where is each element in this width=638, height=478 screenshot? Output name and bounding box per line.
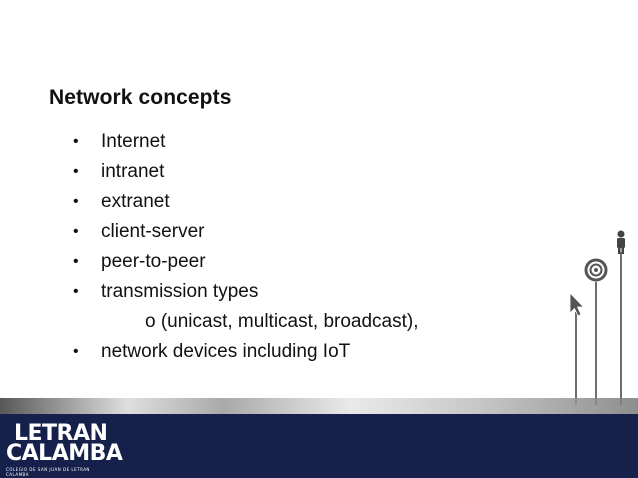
bullet-list: • Internet • intranet • extranet • client-serve… bbox=[73, 129, 419, 369]
bullet-dot: • bbox=[73, 343, 79, 360]
bullet-text: transmission types bbox=[101, 281, 259, 302]
bullet-dot: • bbox=[73, 253, 79, 270]
bullet-item: • transmission types bbox=[73, 279, 419, 309]
bullet-dot: • bbox=[73, 283, 79, 300]
bullet-text: extranet bbox=[101, 191, 170, 212]
logo-line2: CALAMBA bbox=[6, 441, 123, 466]
bullet-item: • network devices including IoT bbox=[73, 339, 419, 369]
bullet-text: o (unicast, multicast, broadcast), bbox=[145, 311, 419, 332]
bullet-dot: • bbox=[73, 223, 79, 240]
footer-texture-strip bbox=[0, 398, 638, 414]
bullet-dot: • bbox=[73, 133, 79, 150]
bullet-text: intranet bbox=[101, 161, 165, 182]
bullet-text: peer-to-peer bbox=[101, 251, 206, 272]
logo-tagline: COLEGIO DE SAN JUAN DE LETRAN CALAMBA bbox=[6, 467, 90, 477]
bullet-text: client-server bbox=[101, 221, 205, 242]
bullet-item: • extranet bbox=[73, 189, 419, 219]
bullet-item: • client-server bbox=[73, 219, 419, 249]
bullet-dot: • bbox=[73, 193, 79, 210]
footer-bar bbox=[0, 414, 638, 478]
bullet-text: Internet bbox=[101, 131, 166, 152]
person-icon bbox=[617, 230, 625, 254]
bullet-item: • Internet bbox=[73, 129, 419, 159]
bullet-item: • intranet bbox=[73, 159, 419, 189]
target-icon bbox=[584, 258, 608, 282]
bullet-dot: • bbox=[73, 163, 79, 180]
cursor-arrow-icon bbox=[569, 292, 585, 317]
sub-bullet-item: o (unicast, multicast, broadcast), bbox=[73, 309, 419, 339]
letran-calamba-logo: LETRAN CALAMBA COLEGIO DE SAN JUAN DE LE… bbox=[6, 421, 123, 478]
logo-line1: LETRAN bbox=[14, 421, 108, 446]
bullet-text: network devices including IoT bbox=[101, 341, 351, 362]
bullet-item: • peer-to-peer bbox=[73, 249, 419, 279]
slide-title: Network concepts bbox=[49, 86, 232, 109]
